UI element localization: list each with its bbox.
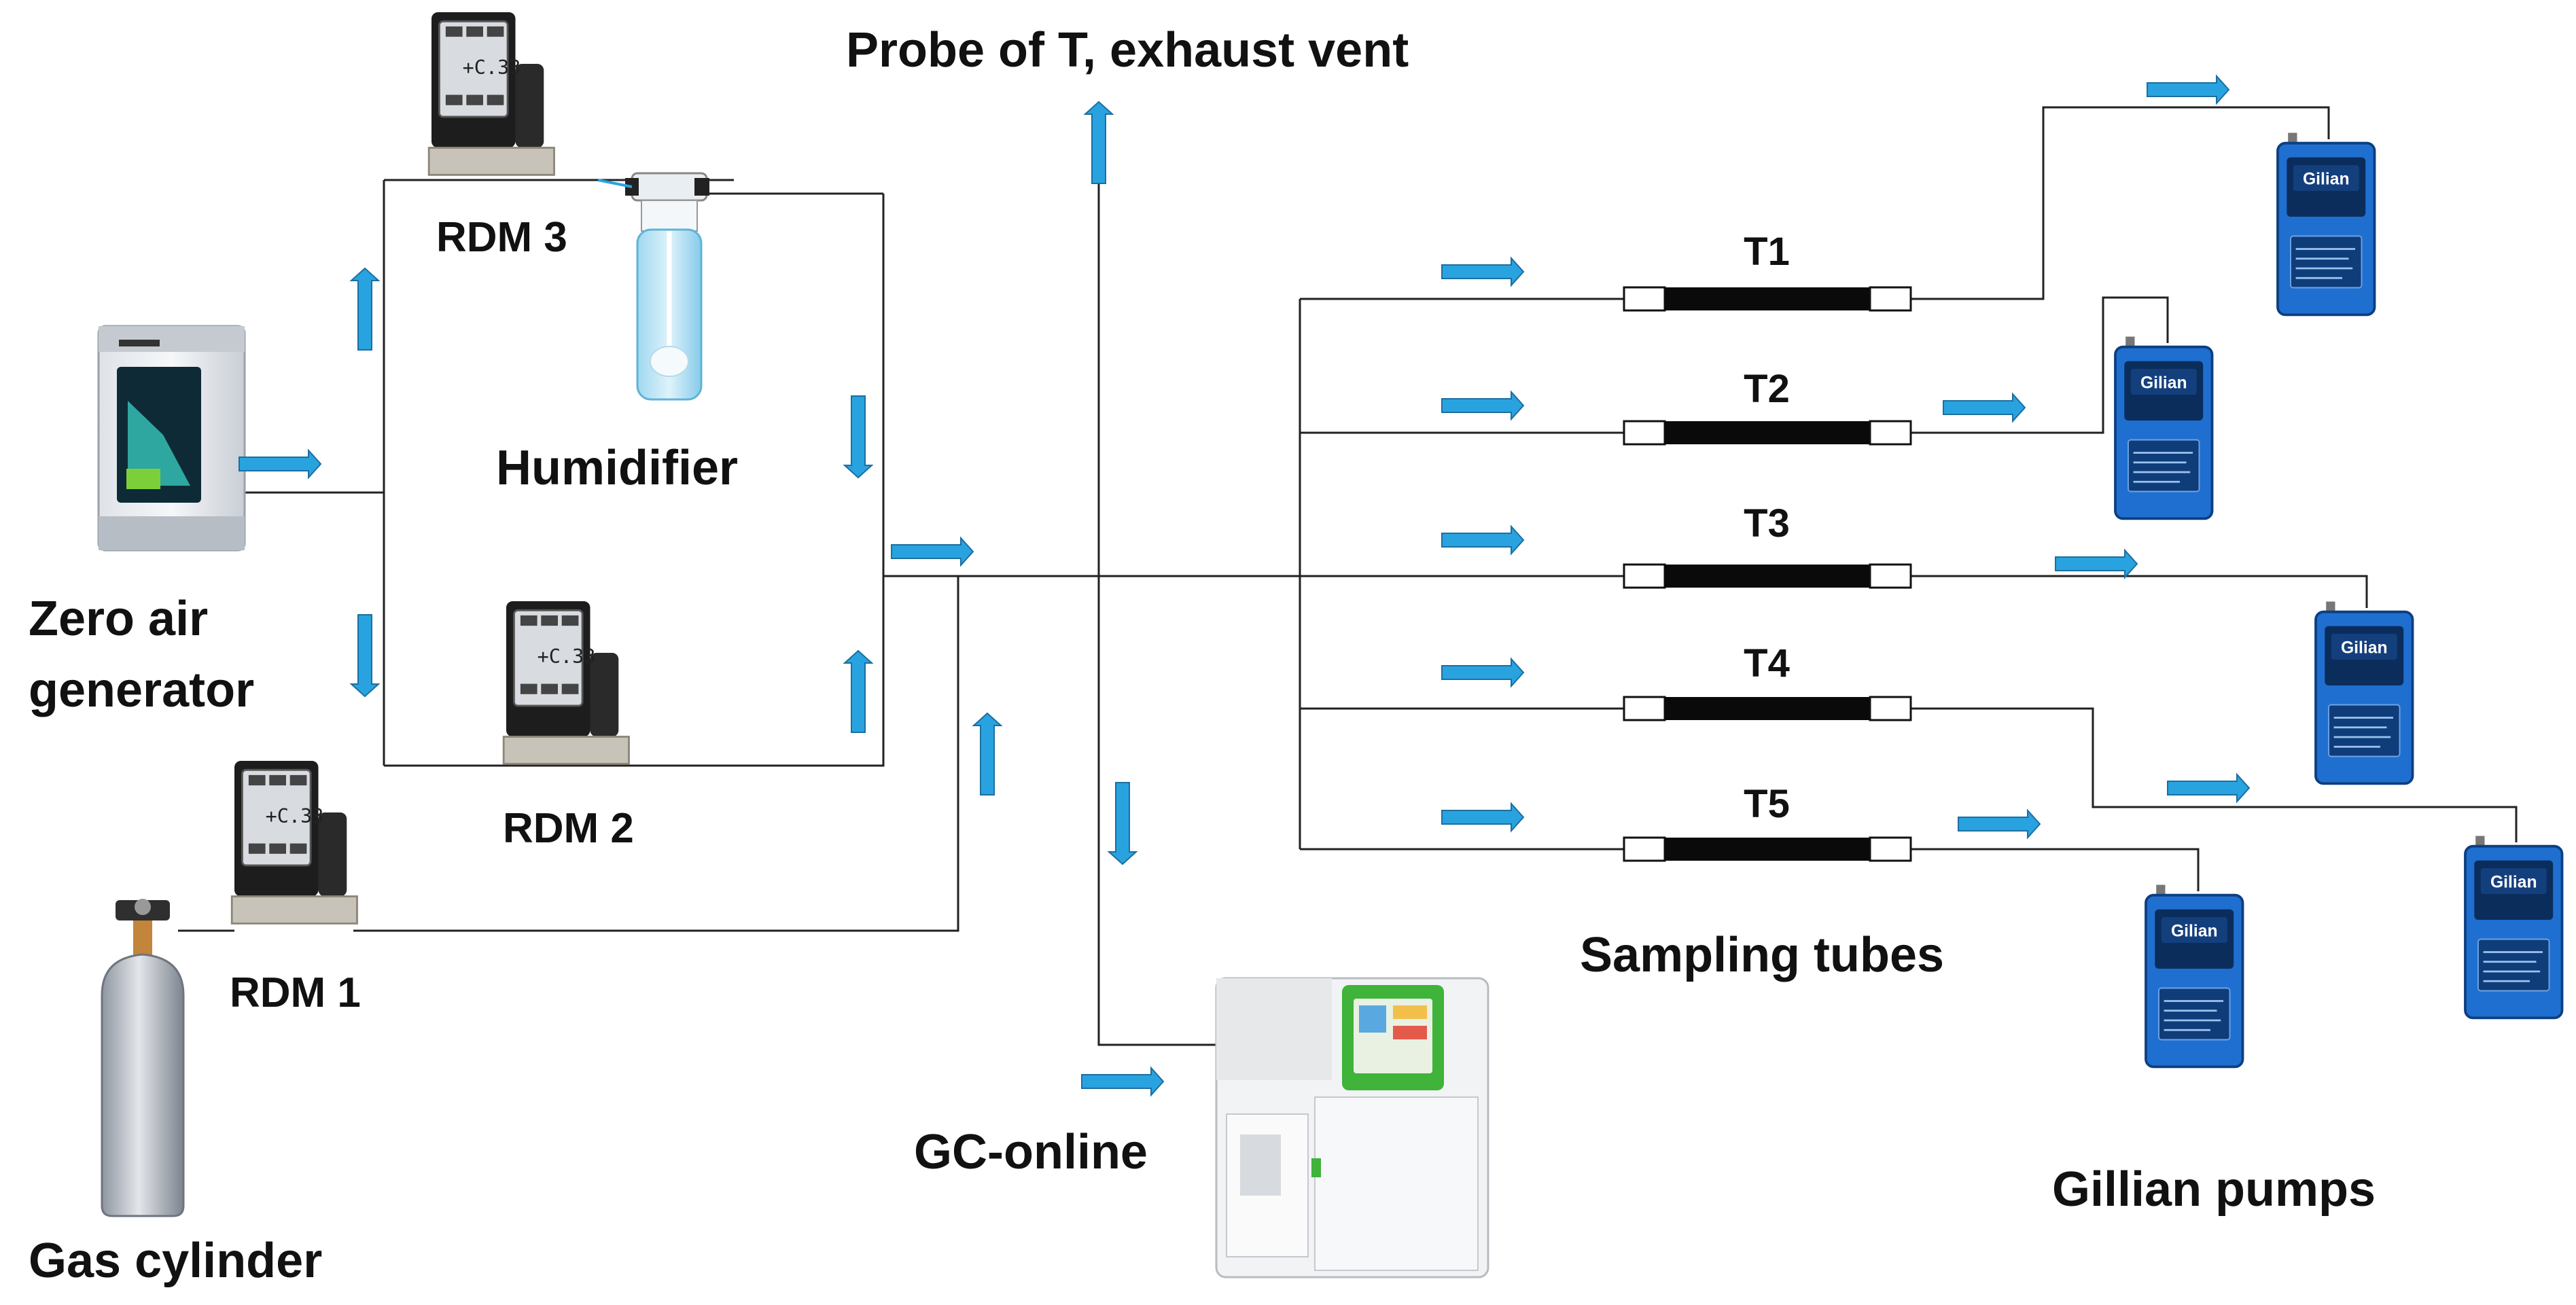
label-gillian-pumps: Gillian pumps bbox=[2052, 1162, 2376, 1217]
humidifier-icon bbox=[597, 172, 709, 401]
sampling-tube-t5 bbox=[1623, 836, 1912, 862]
flow-arrow-icon bbox=[1441, 524, 1525, 556]
label-rdm2: RDM 2 bbox=[503, 805, 634, 852]
sampling-pump-icon-3: Gilian bbox=[2314, 600, 2414, 785]
flow-meter-display: +C.33 bbox=[266, 805, 324, 827]
label-zero-air-line1: Zero air bbox=[29, 592, 208, 646]
zero-air-generator-icon bbox=[97, 325, 246, 552]
flow-meter-icon-rdm1: +C.33 bbox=[230, 759, 358, 925]
sampling-tubes bbox=[1623, 286, 1912, 862]
flow-arrow-icon bbox=[1958, 808, 2041, 840]
pump-brand: Gilian bbox=[2303, 171, 2350, 189]
flow-arrow-icon bbox=[843, 395, 874, 479]
flow-arrow-icon bbox=[1441, 657, 1525, 688]
flow-arrow-icon bbox=[2147, 74, 2230, 105]
pipe-rdm1-out bbox=[353, 576, 959, 932]
sampling-pump-icon-4: Gilian bbox=[2464, 834, 2564, 1020]
label-humidifier: Humidifier bbox=[496, 441, 738, 495]
label-gc-online: GC-online bbox=[914, 1125, 1148, 1179]
flow-meter-icon-rdm3: +C.33 bbox=[427, 11, 555, 176]
tube-label-t4: T4 bbox=[1744, 641, 1790, 685]
label-rdm3: RDM 3 bbox=[436, 214, 567, 261]
flow-arrow-icon bbox=[1441, 802, 1525, 833]
pump-brand: Gilian bbox=[2171, 923, 2218, 941]
sampling-tube-t4 bbox=[1623, 696, 1912, 721]
pipe-t3-pump bbox=[1911, 575, 2368, 608]
connection-lines bbox=[178, 106, 2518, 1046]
tube-label-t3: T3 bbox=[1744, 501, 1790, 546]
pump-brand: Gilian bbox=[2490, 874, 2537, 892]
flow-arrow-icon bbox=[843, 649, 874, 733]
label-rdm1: RDM 1 bbox=[230, 969, 361, 1016]
sampling-tube-t2 bbox=[1623, 420, 1912, 446]
labels: Probe of T, exhaust vent RDM 3 Humidifie… bbox=[29, 23, 2376, 1288]
pipe-t5-pump bbox=[1911, 848, 2200, 891]
pump-brand: Gilian bbox=[2341, 639, 2388, 658]
sampling-pump-icon-1: Gilian bbox=[2276, 131, 2376, 317]
flow-arrow-icon bbox=[349, 267, 381, 351]
flow-arrow-icon bbox=[349, 614, 381, 698]
flow-arrow-icon bbox=[1083, 101, 1114, 184]
pump-brand: Gilian bbox=[2140, 374, 2187, 393]
flow-arrow-icon bbox=[1943, 392, 2026, 423]
flow-arrow-icon bbox=[2055, 548, 2138, 579]
flow-arrow-icon bbox=[239, 448, 322, 480]
flow-arrow-icon bbox=[2167, 772, 2251, 804]
flow-arrow-icon bbox=[1441, 256, 1525, 287]
label-gas-cylinder: Gas cylinder bbox=[29, 1234, 322, 1288]
label-sampling-tubes: Sampling tubes bbox=[1580, 928, 1944, 982]
label-probe: Probe of T, exhaust vent bbox=[846, 23, 1409, 77]
tube-label-t1: T1 bbox=[1744, 230, 1790, 274]
sampling-pump-icon-5: Gilian bbox=[2145, 883, 2244, 1069]
flow-arrow-icon bbox=[1081, 1066, 1165, 1097]
flow-arrow-icon bbox=[972, 712, 1003, 795]
flow-arrow-icon bbox=[1441, 390, 1525, 421]
tube-label-t2: T2 bbox=[1744, 367, 1790, 411]
pipe-bottom-branch bbox=[384, 194, 885, 767]
pipe-t2-pump bbox=[1911, 296, 2169, 434]
flow-arrows bbox=[239, 74, 2251, 1097]
sampling-tube-t3 bbox=[1623, 563, 1912, 589]
sampling-pump-icon-2: Gilian bbox=[2114, 335, 2214, 520]
sampling-tube-t1 bbox=[1623, 286, 1912, 312]
gas-cylinder-icon bbox=[101, 899, 185, 1217]
tube-label-t5: T5 bbox=[1744, 782, 1790, 826]
pipe-probe-gc bbox=[1097, 180, 1216, 1046]
label-zero-air-line2: generator bbox=[29, 663, 254, 717]
flow-arrow-icon bbox=[1107, 782, 1138, 865]
flow-meter-icon-rdm2: +C.33 bbox=[502, 600, 630, 765]
flow-meter-display: +C.33 bbox=[537, 645, 596, 668]
flow-meter-display: +C.33 bbox=[463, 56, 521, 79]
gc-instrument-icon bbox=[1215, 977, 1489, 1279]
pipe-t4-pump bbox=[1911, 707, 2518, 842]
pipe-t1-pump bbox=[1911, 106, 2330, 300]
flow-arrow-icon bbox=[891, 536, 974, 567]
